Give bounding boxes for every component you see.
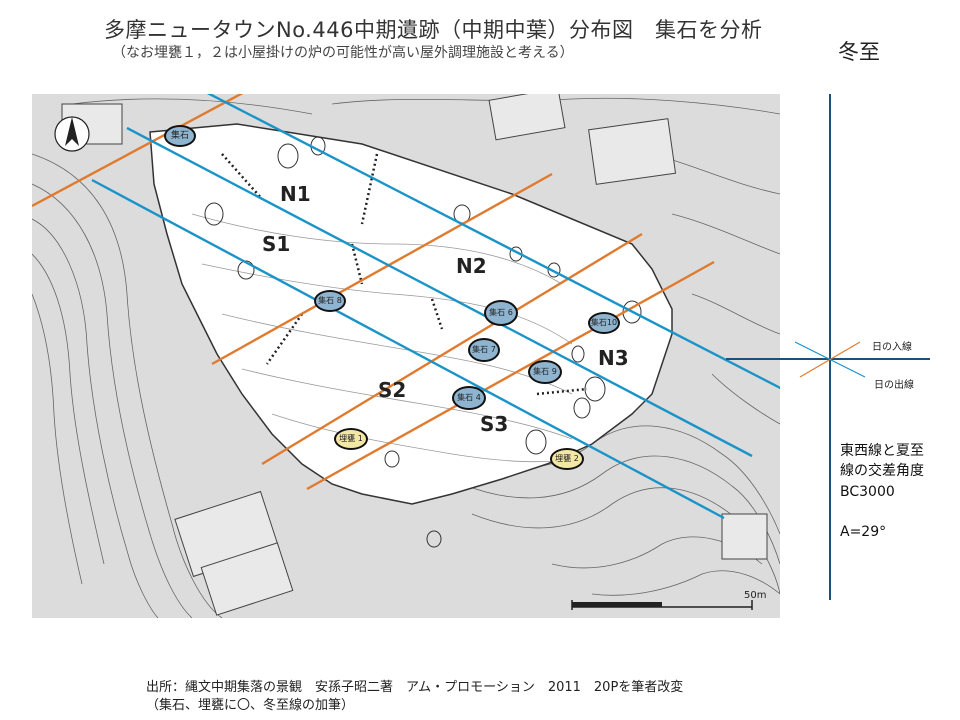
feature-shuseki-4: 集石 4 xyxy=(452,386,486,410)
feature-shuseki-6: 集石 6 xyxy=(484,300,518,326)
zone-label-n2: N2 xyxy=(456,254,487,278)
page-title: 多摩ニュータウンNo.446中期遺跡（中期中葉）分布図 集石を分析 xyxy=(104,18,763,42)
zone-label-n1: N1 xyxy=(280,182,311,206)
sunset-line xyxy=(794,341,866,378)
season-label: 冬至 xyxy=(838,40,880,64)
feature-shuseki-10: 集石10 xyxy=(588,312,620,334)
zone-label-s1: S1 xyxy=(262,232,291,256)
scale-end-label: 50m xyxy=(744,590,767,601)
note-line-3: BC3000 xyxy=(840,484,895,500)
feature-shuseki-7: 集石 7 xyxy=(468,338,500,362)
site-map-drawing xyxy=(32,94,780,618)
note-line-2: 線の交差角度 xyxy=(840,463,924,479)
zone-label-n3: N3 xyxy=(598,346,629,370)
source-line-2: （集石、埋甕に〇、冬至線の加筆） xyxy=(146,698,355,713)
feature-maigame-1: 埋甕 1 xyxy=(334,428,368,450)
sunrise-line xyxy=(799,341,861,378)
buildings xyxy=(61,94,768,616)
source-line-1: 出所：縄文中期集落の景観 安孫子昭二著 アム・プロモーション 2011 20Pを… xyxy=(146,680,684,695)
feature-shuseki-9: 集石 9 xyxy=(528,360,562,384)
note-line-1: 東西線と夏至 xyxy=(840,443,924,459)
excavation-area xyxy=(149,123,673,505)
feature-shuseki-8: 集石 8 xyxy=(314,290,346,312)
page-subtitle: （なお埋甕１，２は小屋掛けの炉の可能性が高い屋外調理施設と考える） xyxy=(112,45,574,61)
sunrise-line-label: 日の出線 xyxy=(874,380,914,391)
feature-maigame-2: 埋甕 2 xyxy=(550,448,584,470)
winter-solstice-lines xyxy=(91,94,780,520)
sunset-line-label: 日の入線 xyxy=(872,342,912,353)
scale-bar xyxy=(571,600,753,610)
trench-dots xyxy=(221,153,588,396)
sunrise-sunset-lines xyxy=(32,94,715,491)
north-arrow xyxy=(54,116,90,152)
contour-lines xyxy=(32,97,780,618)
note-line-4: A=29° xyxy=(840,524,887,540)
zone-label-s3: S3 xyxy=(480,412,509,436)
zone-label-s2: S2 xyxy=(378,378,407,402)
feature-shuseki-top: 集石 xyxy=(164,125,196,147)
site-map: N1 S1 N2 S2 N3 S3 集石 集石 8 集石 6 集石 7 集石10… xyxy=(32,94,780,618)
